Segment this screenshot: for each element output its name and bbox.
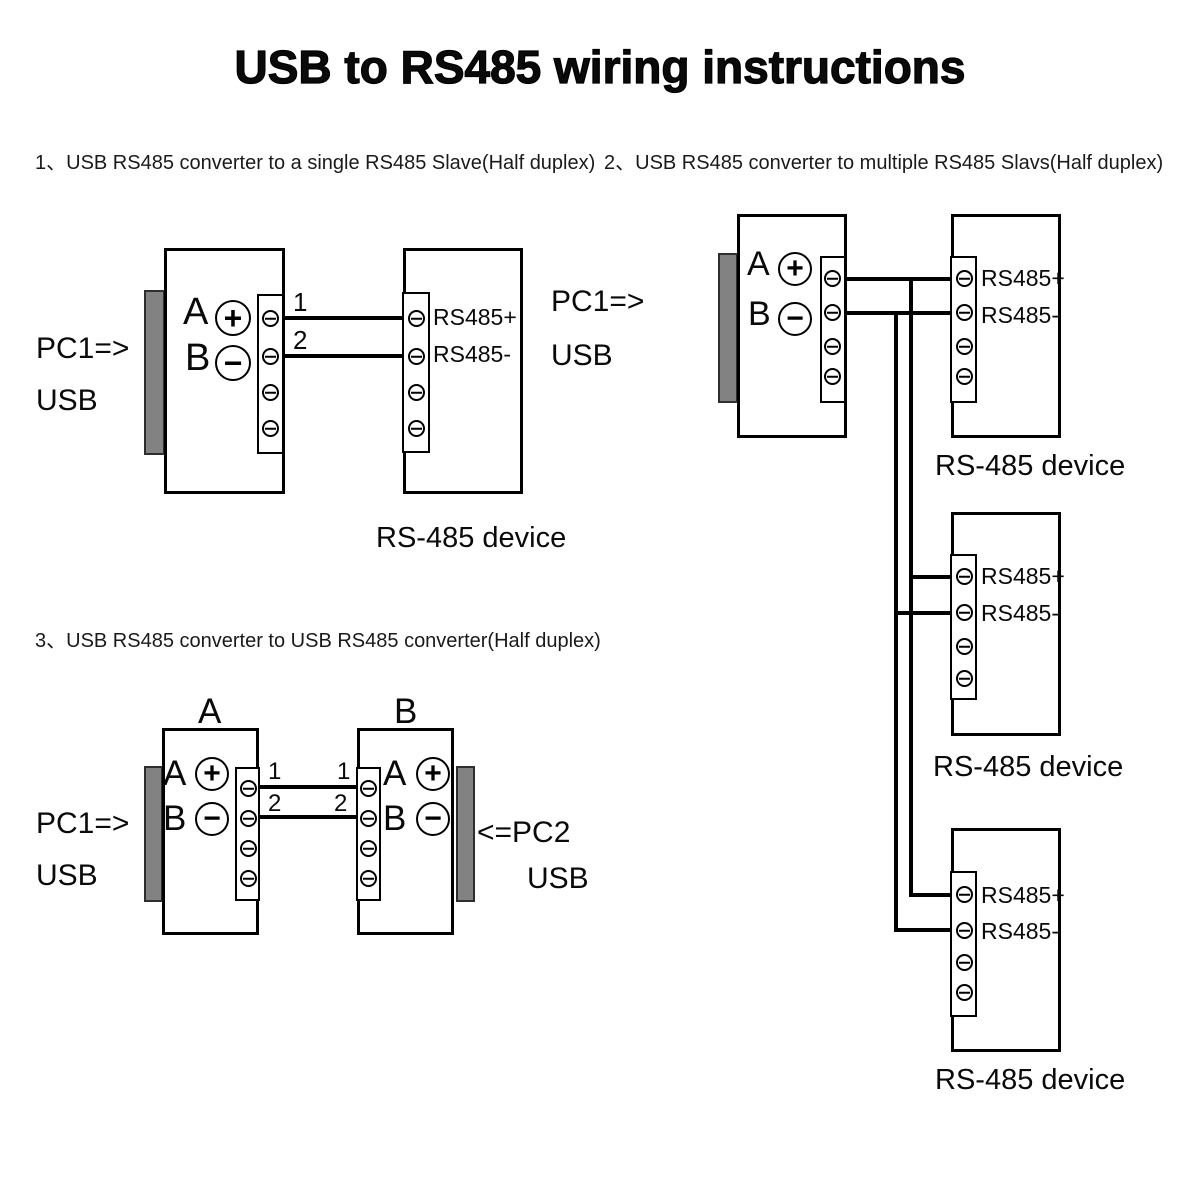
diagram3-converter-b-title: B [394, 692, 418, 731]
screw-terminal-icon [360, 840, 377, 857]
usb-plug [144, 290, 165, 455]
converter-b-terminal-b-label: B [383, 799, 407, 838]
plus-terminal-icon: + [416, 757, 450, 791]
screw-terminal-icon [956, 270, 973, 287]
minus-terminal-icon: − [778, 302, 812, 336]
diagram3-usb-right-label: USB [527, 862, 589, 895]
rs485-minus-label: RS485- [981, 600, 1059, 626]
diagram1-usb-label: USB [36, 384, 98, 417]
wire-1-label: 1 [293, 287, 308, 317]
minus-terminal-icon: − [215, 345, 251, 381]
converter-a-terminal-a-label: A [163, 754, 187, 793]
usb-plug [456, 766, 475, 902]
wire-b-vertical [894, 311, 898, 932]
screw-terminal-icon [240, 780, 257, 797]
screw-terminal-icon [956, 304, 973, 321]
diagram2-device1-caption: RS-485 device [935, 450, 1126, 482]
screw-terminal-icon [408, 420, 425, 437]
diagram3-usb-left-label: USB [36, 859, 98, 892]
screw-terminal-icon [956, 954, 973, 971]
diagram2-terminal-b-label: B [748, 295, 771, 333]
screw-terminal-icon [824, 304, 841, 321]
screw-terminal-icon [240, 810, 257, 827]
screw-terminal-icon [360, 780, 377, 797]
minus-terminal-icon: − [195, 802, 229, 836]
wire-a-bus [844, 277, 953, 281]
plus-terminal-icon: + [195, 757, 229, 791]
screw-terminal-icon [408, 348, 425, 365]
screw-terminal-icon [262, 310, 279, 327]
diagram3-pc2-label: <=PC2 [477, 816, 571, 849]
diagram2-terminal-a-label: A [747, 245, 770, 283]
screw-terminal-icon [956, 922, 973, 939]
screw-terminal-icon [360, 870, 377, 887]
page-title: USB to RS485 wiring instructions [234, 41, 966, 93]
rs485-minus-label: RS485- [981, 918, 1059, 944]
diagram1-pc1-label: PC1=> [36, 332, 130, 365]
screw-terminal-icon [824, 368, 841, 385]
diagram2-caption: 2、USB RS485 converter to multiple RS485 … [604, 152, 1164, 174]
wire-2 [258, 815, 358, 819]
wire-a-tap-device2 [911, 575, 952, 579]
usb-plug [718, 253, 738, 403]
converter-b-terminal-a-label: A [383, 754, 407, 793]
diagram1-pc1-right-label: PC1=> [551, 285, 645, 318]
wire-b-tap-device3 [894, 928, 952, 932]
rs485-minus-label: RS485- [433, 341, 511, 367]
screw-terminal-icon [956, 670, 973, 687]
wire-a-vertical [909, 277, 913, 897]
wire-2 [283, 354, 405, 358]
minus-terminal-icon: − [416, 802, 450, 836]
screw-terminal-icon [262, 384, 279, 401]
screw-terminal-icon [240, 840, 257, 857]
diagram2-device3-caption: RS-485 device [935, 1064, 1126, 1096]
rs485-plus-label: RS485+ [981, 882, 1065, 908]
wire-1 [283, 316, 405, 320]
wire-2-label-right: 2 [334, 790, 348, 817]
diagram1-caption: 1、USB RS485 converter to a single RS485 … [35, 152, 596, 174]
screw-terminal-icon [956, 368, 973, 385]
diagram1-terminal-a-label: A [183, 291, 209, 333]
screw-terminal-icon [956, 338, 973, 355]
wire-b-tap-device2 [894, 611, 952, 615]
diagram3-caption: 3、USB RS485 converter to USB RS485 conve… [35, 630, 601, 652]
rs485-plus-label: RS485+ [433, 304, 517, 330]
screw-terminal-icon [956, 984, 973, 1001]
wire-1-label-right: 1 [337, 758, 351, 785]
wire-a-tap-device3 [909, 893, 952, 897]
diagram2-device2-caption: RS-485 device [933, 751, 1124, 783]
screw-terminal-icon [262, 348, 279, 365]
converter-a-terminal-b-label: B [163, 799, 187, 838]
diagram3-converter-a-title: A [198, 692, 222, 731]
diagram1-terminal-b-label: B [185, 337, 211, 379]
rs485-plus-label: RS485+ [981, 265, 1065, 291]
screw-terminal-icon [824, 270, 841, 287]
screw-terminal-icon [956, 886, 973, 903]
rs485-minus-label: RS485- [981, 302, 1059, 328]
screw-terminal-icon [956, 638, 973, 655]
diagram1-usb-right-label: USB [551, 339, 613, 372]
diagram3-pc1-label: PC1=> [36, 807, 130, 840]
wire-2-label-left: 2 [268, 790, 282, 817]
plus-terminal-icon: + [778, 252, 812, 286]
wire-b-bus [844, 311, 953, 315]
screw-terminal-icon [408, 384, 425, 401]
screw-terminal-icon [408, 310, 425, 327]
screw-terminal-icon [360, 810, 377, 827]
wire-1 [258, 785, 358, 789]
wire-1-label-left: 1 [268, 758, 282, 785]
screw-terminal-icon [824, 338, 841, 355]
diagram1-device-caption: RS-485 device [376, 522, 567, 554]
usb-plug [144, 766, 163, 902]
rs485-plus-label: RS485+ [981, 563, 1065, 589]
screw-terminal-icon [956, 604, 973, 621]
wire-2-label: 2 [293, 325, 308, 355]
screw-terminal-icon [262, 420, 279, 437]
screw-terminal-icon [240, 870, 257, 887]
screw-terminal-icon [956, 568, 973, 585]
plus-terminal-icon: + [215, 300, 251, 336]
